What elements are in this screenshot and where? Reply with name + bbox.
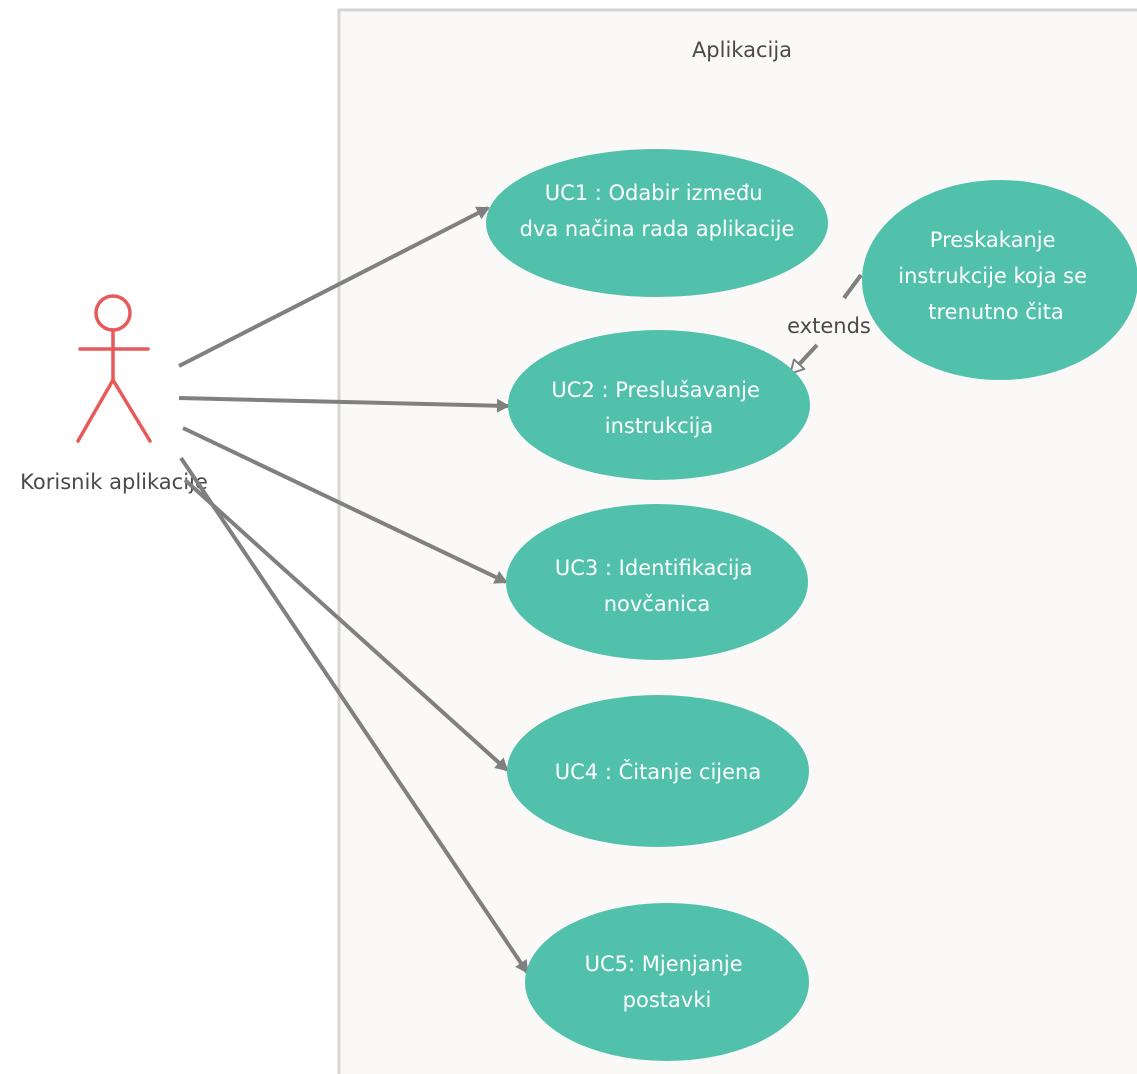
use-case-uc5[interactable]: UC5: Mjenjanje postavki — [525, 903, 809, 1061]
svg-text:UC3 : Identifikacija nov: UC3 : Identifikacija novčanica — [555, 556, 759, 616]
use-case-uc5-line1: UC5: Mjenjanje — [585, 952, 743, 976]
actor-name: Korisnik aplikacije — [20, 470, 208, 494]
association-uc2 — [178, 396, 510, 413]
use-case-uc3[interactable]: UC3 : Identifikacija novčanica — [506, 504, 808, 660]
use-case-uc2-line2: instrukcija — [605, 414, 714, 438]
use-case-uc2-line1: UC2 : Preslušavanje — [551, 378, 759, 402]
extends-line-upper — [842, 273, 863, 300]
use-case-uc3-line2: novčanica — [604, 592, 711, 616]
use-case-uc1-line2: dva načina rada aplikacije — [520, 217, 795, 241]
use-case-extension-line3: trenutno čita — [928, 300, 1064, 324]
use-case-uc2[interactable]: UC2 : Preslušavanje instrukcija — [508, 330, 810, 480]
stick-figure-icon — [76, 294, 152, 443]
use-case-uc4-line1: UC4 : Čitanje cijena — [555, 759, 761, 784]
associations — [178, 206, 529, 974]
extends-label: extends — [787, 314, 871, 338]
extends-line-lower — [791, 343, 819, 373]
use-case-uc3-line1: UC3 : Identifikacija — [555, 556, 753, 580]
use-case-extension[interactable]: Preskakanje instrukcije koja se trenutno… — [862, 180, 1137, 380]
svg-text:UC4 : Čitanje cijena: UC4 : Čitanje cijena — [555, 759, 761, 784]
use-case-uc5-line2: postavki — [623, 988, 712, 1012]
svg-text:UC1 : Odabir između dva: UC1 : Odabir između dva načina rada apli… — [520, 181, 795, 241]
svg-text:UC2 : Preslušavanje inst: UC2 : Preslušavanje instrukcija — [551, 378, 766, 438]
association-uc4 — [183, 478, 509, 772]
use-case-extension-line2: instrukcije koja se — [898, 264, 1087, 288]
association-uc1 — [178, 206, 490, 368]
extends-relation: extends — [787, 273, 871, 373]
association-uc3 — [182, 426, 508, 584]
use-case-uc1[interactable]: UC1 : Odabir između dva načina rada apli… — [486, 149, 828, 297]
svg-text:Preskakanje instrukcije: Preskakanje instrukcije koja se trenutno… — [898, 228, 1093, 324]
actor[interactable]: Korisnik aplikacije — [20, 294, 208, 494]
system-title: Aplikacija — [692, 38, 792, 62]
association-uc5 — [179, 456, 529, 974]
use-case-uc4[interactable]: UC4 : Čitanje cijena — [507, 695, 809, 847]
use-case-extension-line1: Preskakanje — [930, 228, 1056, 252]
use-case-uc1-line1: UC1 : Odabir između — [545, 181, 763, 205]
svg-text:UC5: Mjenjanje postavki: UC5: Mjenjanje postavki — [585, 952, 750, 1012]
